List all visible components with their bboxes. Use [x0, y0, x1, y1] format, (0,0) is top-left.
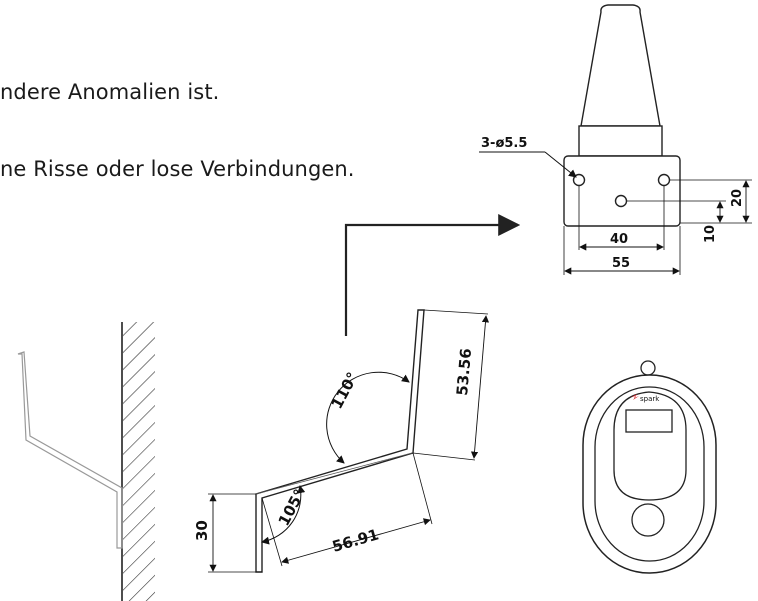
hole-diameter-label: 3-ø5.5: [481, 136, 527, 151]
wall-hatching: [123, 322, 155, 601]
bracket-front-view: 3-ø5.5 40 55 20 10: [479, 4, 752, 275]
dim-56-91-label: 56.91: [330, 525, 381, 555]
device-display: [625, 409, 673, 433]
hole-center: [614, 194, 628, 208]
instruction-text-cracks: ne Risse oder lose Verbindungen.: [0, 157, 355, 181]
hole-right: [657, 173, 671, 187]
hole-left: [572, 173, 586, 187]
device-button: [631, 503, 665, 537]
dim-55-label: 55: [612, 256, 630, 271]
wall-bracket-outline: [17, 351, 123, 549]
device-collar: [578, 125, 663, 157]
wall-mount-view: [17, 322, 155, 601]
spark-device: spark: [582, 360, 717, 574]
bracket-profile: [255, 309, 425, 573]
connector-arrow: [344, 214, 521, 336]
brand-label: spark: [640, 395, 660, 403]
dim-10-label: 10: [703, 225, 718, 243]
device-cone: [580, 4, 661, 127]
angle-110-label: 110°: [328, 369, 362, 412]
bracket-side-view: 110° 105° 53.56 56.91 30: [193, 309, 490, 573]
dim-20-label: 20: [730, 189, 745, 207]
device-face: [613, 391, 687, 501]
dim-40-label: 40: [610, 232, 628, 247]
instruction-text-anomalies: ndere Anomalien ist.: [0, 80, 220, 104]
mounting-plate: [563, 155, 681, 227]
device-hanging-loop: [640, 360, 656, 376]
spark-logo-icon: [631, 394, 639, 400]
dim-53-56-label: 53.56: [453, 348, 475, 397]
dim-30-label: 30: [193, 520, 211, 541]
